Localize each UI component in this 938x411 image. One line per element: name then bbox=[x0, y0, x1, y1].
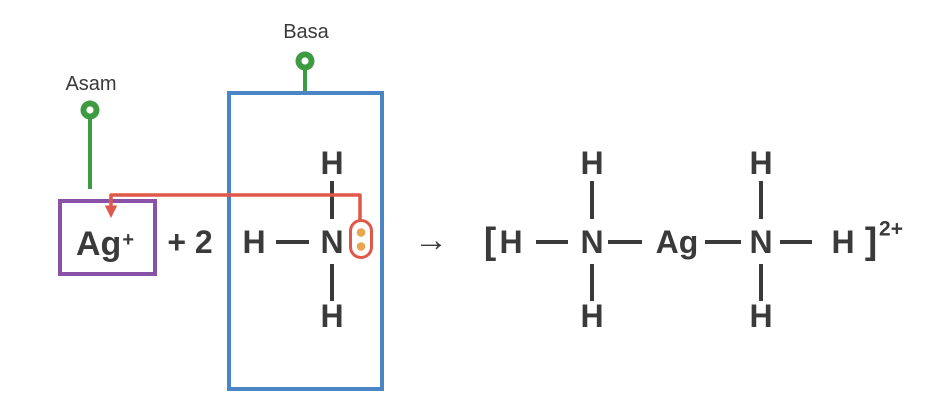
base-box bbox=[227, 91, 384, 391]
ammonia-hydrogen-top: H bbox=[320, 145, 344, 181]
product-hydrogen-right: H bbox=[831, 224, 855, 260]
electron-pair-arrow bbox=[109, 193, 362, 221]
lone-pair-dot bbox=[356, 242, 366, 251]
silver-symbol: Ag bbox=[75, 225, 122, 263]
product-n1-hydrogen-bottom: H bbox=[580, 298, 604, 334]
ammonia-hydrogen-left: H bbox=[242, 224, 266, 260]
ammonia-hydrogen-bottom: H bbox=[320, 298, 344, 334]
product-silver: Ag bbox=[655, 224, 699, 260]
acid-pin-hole bbox=[86, 106, 94, 114]
product-nitrogen-right: N bbox=[749, 224, 773, 260]
base-label: Basa bbox=[283, 21, 329, 43]
acid-box bbox=[58, 199, 157, 276]
product-n1-hydrogen-top: H bbox=[580, 145, 604, 181]
product-bracket-open: [ bbox=[483, 220, 497, 262]
silver-charge: + bbox=[122, 229, 135, 251]
acid-label: Asam bbox=[65, 73, 117, 95]
product-charge: 2+ bbox=[879, 217, 903, 241]
silver-ion: Ag+ bbox=[76, 227, 134, 261]
product-hydrogen-left: H bbox=[499, 224, 523, 260]
product-n2-hydrogen-bottom: H bbox=[749, 298, 773, 334]
ammonia-nitrogen: N bbox=[320, 224, 344, 260]
product-nitrogen-left: N bbox=[580, 224, 604, 260]
lone-pair-dot bbox=[356, 228, 366, 237]
base-pin-hole bbox=[301, 57, 309, 65]
electron-pair-arrowhead-icon bbox=[104, 205, 118, 218]
reaction-arrow-icon: → bbox=[414, 221, 448, 259]
lone-pair-outline bbox=[349, 219, 373, 259]
coefficient: + 2 bbox=[167, 224, 213, 260]
product-n2-hydrogen-top: H bbox=[749, 145, 773, 181]
product-bracket-close: ] bbox=[864, 220, 878, 262]
